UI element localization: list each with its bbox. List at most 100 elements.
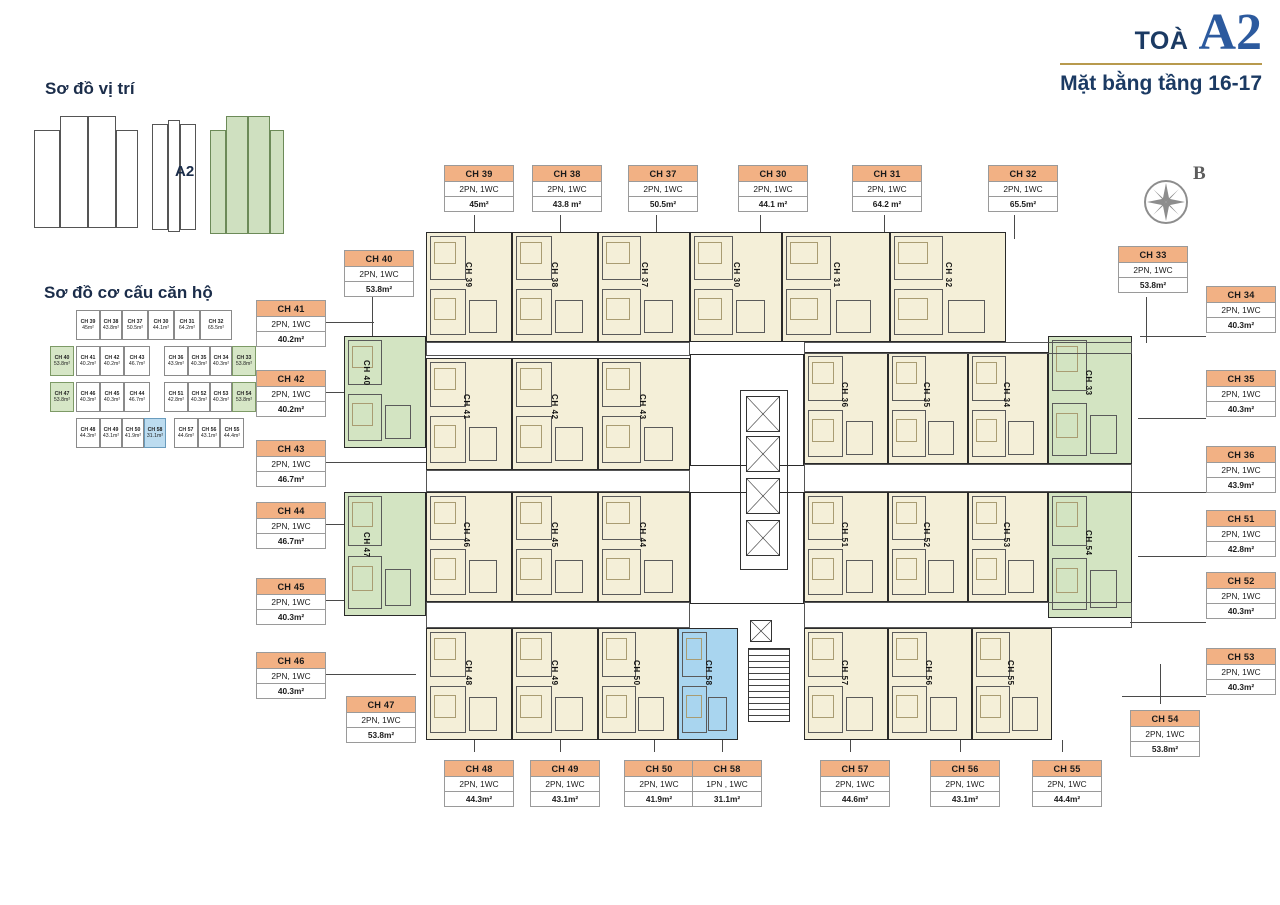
plan-unit-label: CH 33 <box>1084 370 1093 396</box>
callout-type: 1PN , 1WC <box>693 777 761 792</box>
structure-cell-area: 53.8m² <box>235 397 253 403</box>
plan-furniture <box>896 362 917 385</box>
callout-type: 2PN, 1WC <box>257 595 325 610</box>
plan-furniture <box>812 558 834 580</box>
callout-id: CH 30 <box>739 166 807 182</box>
callout-type: 2PN, 1WC <box>1207 463 1275 478</box>
plan-furniture <box>434 242 457 264</box>
tower-code: A2 <box>1198 4 1262 61</box>
callout-type: 2PN, 1WC <box>257 387 325 402</box>
plan-furniture <box>434 425 457 448</box>
plan-unit-label: CH 30 <box>732 262 741 288</box>
structure-cell-id: CH 34 <box>213 354 229 361</box>
callout-area: 31.1m² <box>713 794 741 805</box>
structure-cell-area: 44.4m² <box>223 433 241 439</box>
plan-unit-ch53[interactable] <box>968 492 1048 602</box>
callout-area: 40.3m² <box>1227 606 1255 617</box>
plan-partition <box>348 556 383 609</box>
plan-partition <box>430 496 467 540</box>
plan-partition <box>928 421 954 456</box>
callout-area: 40.3m² <box>277 612 305 623</box>
plan-corridor <box>426 342 690 356</box>
structure-cell-id: CH 35 <box>191 354 207 361</box>
callout-type: 2PN, 1WC <box>931 777 999 792</box>
structure-cell-id: CH 44 <box>129 390 145 397</box>
plan-partition <box>1008 560 1034 594</box>
callout-id: CH 33 <box>1119 247 1187 263</box>
structure-cell-area: 40.3m² <box>190 361 208 367</box>
callout-type: 2PN, 1WC <box>257 669 325 684</box>
plan-unit-ch44[interactable] <box>598 492 690 602</box>
plan-partition <box>516 416 553 464</box>
structure-cell-area: 44.1m² <box>152 325 170 331</box>
callout-area: 40.2m² <box>277 334 305 345</box>
callout-type: 2PN, 1WC <box>347 713 415 728</box>
callout-id: CH 45 <box>257 579 325 595</box>
plan-partition <box>430 632 467 677</box>
plan-furniture <box>606 425 630 448</box>
plan-partition <box>892 410 926 458</box>
plan-unit-label: CH 40 <box>362 360 371 386</box>
callout-type: 2PN, 1WC <box>821 777 889 792</box>
location-block <box>168 120 180 232</box>
tower-title-line: TOÀ A2 <box>1060 4 1262 61</box>
plan-partition <box>385 568 412 607</box>
plan-partition <box>808 410 844 458</box>
service-shaft <box>750 620 772 642</box>
plan-partition <box>694 236 733 280</box>
callout-id: CH 44 <box>257 503 325 519</box>
callout-id: CH 37 <box>629 166 697 182</box>
plan-partition <box>644 300 674 334</box>
callout-type: 2PN, 1WC <box>445 182 513 197</box>
structure-cell-id: CH 58 <box>147 426 163 433</box>
plan-partition <box>602 632 636 677</box>
elevator-shaft <box>746 436 780 472</box>
plan-unit-label: CH 53 <box>1002 522 1011 548</box>
plan-partition <box>638 697 664 732</box>
plan-unit-ch49[interactable] <box>512 628 598 740</box>
location-section-title: Sơ đồ vị trí <box>45 79 135 98</box>
plan-corridor <box>426 602 690 628</box>
plan-partition <box>430 416 467 464</box>
plan-unit-label: CH 55 <box>1006 660 1015 686</box>
plan-partition <box>1052 557 1088 611</box>
plan-furniture <box>606 695 627 718</box>
plan-furniture <box>434 695 457 718</box>
callout-leader-line <box>1138 418 1206 419</box>
callout-leader-line <box>656 215 657 245</box>
structure-cell-area: 64.2m² <box>178 325 196 331</box>
